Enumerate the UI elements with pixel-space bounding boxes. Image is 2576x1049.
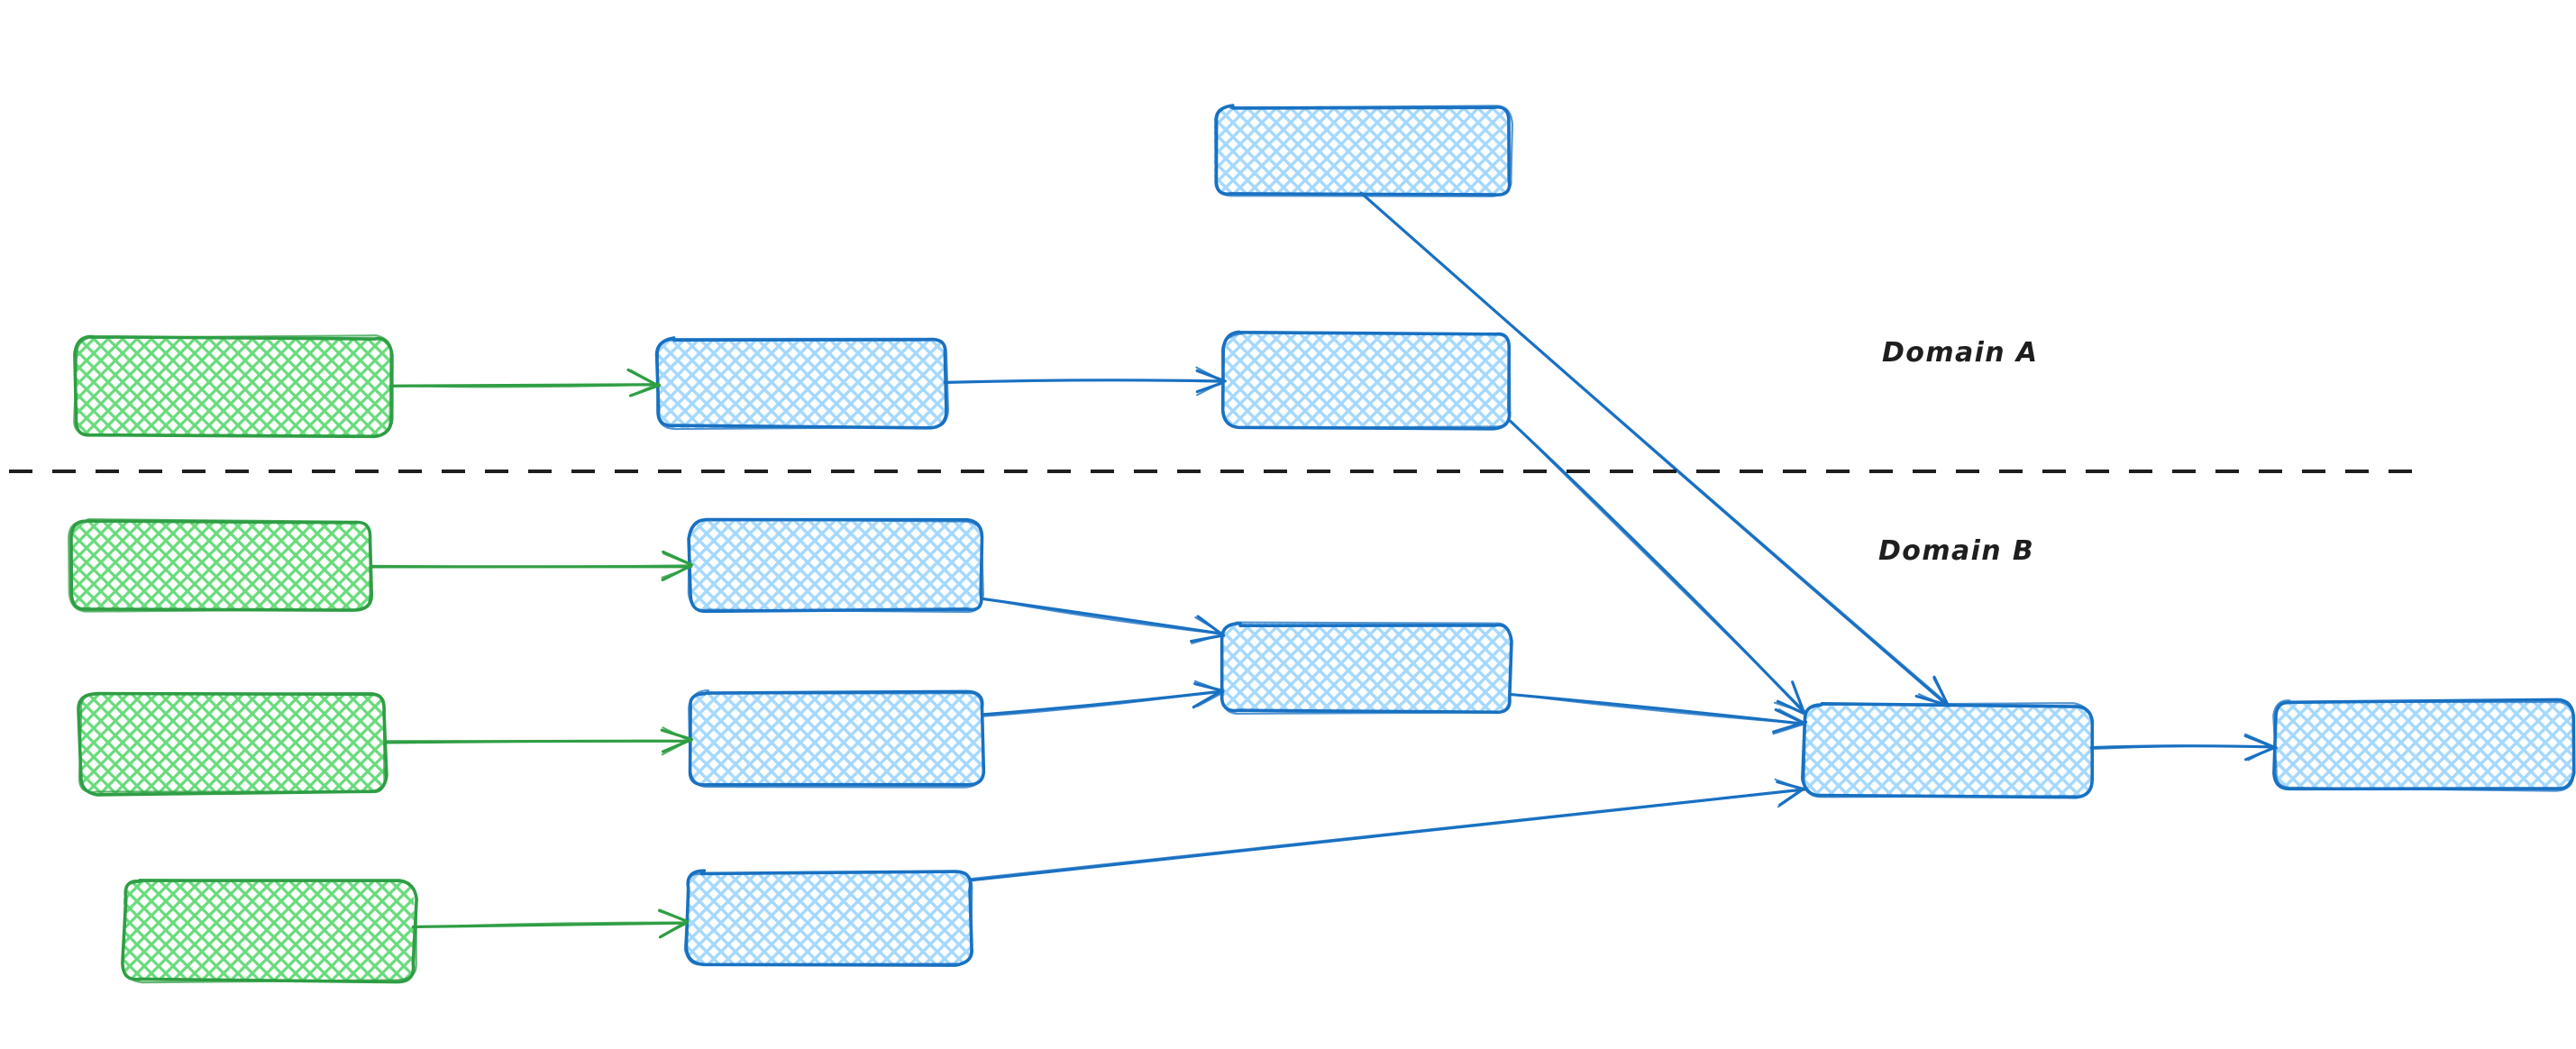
edge-b2-b3-line-stroke [945, 379, 1225, 384]
blue-node-a-mid-outline [655, 337, 950, 431]
blue-node-b3[interactable] [683, 869, 973, 967]
edge-b4-b6-line-stroke [981, 597, 1223, 635]
edge-b1-b8-line [1359, 191, 1950, 707]
blue-node-a-mid-fill [656, 339, 947, 429]
edge-b3-b8-line [1509, 419, 1806, 715]
edge-g2-b4-line [370, 564, 691, 569]
domain-b-label: Domain B [1878, 535, 2035, 567]
edge-g2-b4[interactable] [370, 550, 694, 582]
edge-g4-b7-arrowhead [657, 908, 690, 939]
edge-g4-b7[interactable] [411, 908, 690, 939]
edge-g1-b2-line [388, 383, 661, 388]
blue-node-b1-fill [690, 520, 983, 612]
blue-node-a-right-fill [1223, 333, 1511, 428]
blue-node-b-sink-fill [1804, 704, 2092, 798]
edge-b4-b6-arrowhead [1190, 615, 1226, 645]
edge-b3-b8-line-stroke [1510, 420, 1806, 713]
edge-g1-b2-line-stroke [388, 383, 659, 388]
edge-b2-b3[interactable] [943, 366, 1227, 397]
edge-g2-b4-arrowhead [661, 550, 694, 582]
green-node-b1-outline [68, 518, 371, 613]
edge-b5-b6-line [982, 689, 1225, 717]
blue-node-b-out[interactable] [2272, 698, 2576, 792]
edges-layer [370, 191, 2278, 939]
green-node-a1-fill [75, 337, 392, 437]
blue-node-b-sink[interactable] [1801, 702, 2095, 799]
edge-b8-b9-line-stroke [2091, 744, 2277, 751]
edge-b6-b8-line-stroke [1510, 693, 1806, 725]
edge-g1-b2-arrowhead [626, 368, 662, 397]
edge-g3-b5-line [384, 739, 692, 744]
edge-b7-b8[interactable] [970, 778, 1808, 882]
edge-b3-b8[interactable] [1509, 419, 1807, 716]
edge-b4-b6[interactable] [981, 597, 1226, 645]
edge-b5-b6-line-stroke [982, 689, 1223, 717]
edge-b8-b9[interactable] [2089, 733, 2278, 762]
blue-node-a-top-outline [1214, 105, 1513, 197]
green-node-a1-outline [73, 334, 392, 437]
blue-node-b2-fill [690, 691, 983, 786]
edge-b7-b8-arrowhead [1774, 778, 1808, 808]
edge-g4-b7-line-stroke [414, 921, 688, 928]
edge-g2-b4-line-stroke [371, 564, 691, 568]
edge-b7-b8-line [970, 788, 1807, 882]
edge-b5-b6-arrowhead [1192, 680, 1225, 709]
blue-node-b2-outline [688, 689, 985, 789]
blue-node-b-sink-outline [1803, 702, 2093, 798]
blue-node-b-merge[interactable] [1219, 621, 1513, 716]
edge-g4-b7-line [411, 921, 688, 929]
blue-node-b3-fill [686, 871, 973, 965]
blue-node-b1-outline [687, 517, 984, 614]
edge-b6-b8-arrowhead [1772, 707, 1808, 735]
blue-node-b-merge-fill [1220, 623, 1512, 713]
edge-b3-b8-arrowhead [1773, 680, 1807, 716]
blue-node-a-right[interactable] [1220, 330, 1512, 431]
edge-b6-b8-line [1508, 692, 1806, 725]
edge-g3-b5-arrowhead [660, 726, 694, 756]
blue-node-a-mid[interactable] [654, 336, 950, 431]
edge-b4-b6-line [981, 597, 1224, 635]
edge-g1-b2[interactable] [388, 368, 662, 397]
edge-b5-b6[interactable] [982, 680, 1225, 717]
blue-node-b3-outline [683, 871, 973, 966]
edge-b1-b8[interactable] [1359, 191, 1950, 707]
edge-b2-b3-arrowhead [1195, 366, 1227, 397]
green-node-b1[interactable] [68, 518, 374, 613]
edge-b7-b8-line-stroke [970, 788, 1806, 880]
blue-node-b1[interactable] [687, 517, 984, 614]
blue-node-b2[interactable] [688, 689, 986, 789]
blue-node-b-out-fill [2274, 700, 2573, 790]
blue-node-a-right-outline [1220, 331, 1512, 429]
blue-node-a-top-fill [1213, 105, 1512, 196]
edge-b8-b9-line [2089, 744, 2277, 751]
blue-node-a-top[interactable] [1213, 104, 1513, 197]
edge-b1-b8-line-stroke [1362, 194, 1950, 706]
green-node-b2[interactable] [77, 691, 388, 797]
green-node-b2-fill [78, 694, 387, 795]
green-node-b3-outline [122, 879, 418, 984]
edge-g3-b5[interactable] [384, 726, 694, 756]
green-node-b2-outline [78, 691, 386, 794]
green-node-b1-fill [69, 521, 371, 611]
green-node-a1[interactable] [73, 334, 394, 439]
blue-node-b-merge-outline [1220, 621, 1512, 716]
green-node-b3-fill [123, 880, 415, 981]
nodes-layer [68, 104, 2576, 984]
domain-a-label: Domain A [1882, 337, 2039, 369]
edge-b6-b8[interactable] [1508, 692, 1808, 735]
green-node-b3[interactable] [121, 879, 418, 984]
blue-node-b-out-outline [2272, 699, 2575, 792]
edge-b2-b3-line [943, 379, 1226, 384]
edge-b1-b8-arrowhead [1914, 675, 1950, 707]
edge-b8-b9-arrowhead [2243, 733, 2278, 762]
